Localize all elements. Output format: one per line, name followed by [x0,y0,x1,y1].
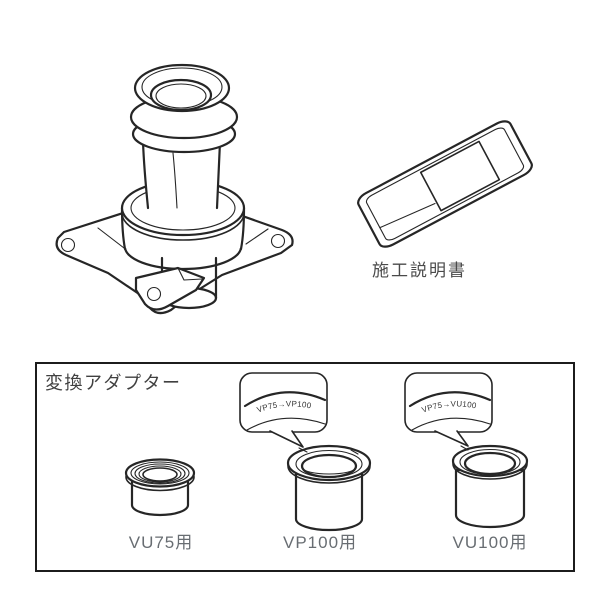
adapter-vu75-illustration [124,458,196,517]
adapter-label-vu100: VU100用 [452,533,528,552]
engraving-mark [460,445,518,453]
flange-hole-front [146,286,162,302]
flange-hole-right [270,233,286,249]
callout-balloon-vu100: VP75→VU100 [404,372,493,447]
adapter-vu100-illustration [451,444,529,529]
adapter-label-vu75: VU75用 [128,533,194,552]
adapter-vp100-illustration [286,444,372,532]
instruction-manual-illustration [335,108,555,258]
adapter-box-title: 変換アダプター [45,373,182,393]
toilet-drain-flange-illustration [55,63,294,315]
adapter-label-vp100: VP100用 [282,533,358,552]
flange-hole-left [60,237,76,253]
collar-opening [149,78,213,112]
manual-title-area [421,141,500,210]
callout-balloon-vp100: VP75→VP100 [239,372,328,448]
manual-label: 施工説明書 [372,261,467,280]
adapter-illustrations: VP75→VP100 VP75→VU100 [124,372,529,532]
engraving-mark [298,447,359,455]
conversion-adapter-box: VP75→VP100 VP75→VU100 [35,362,575,572]
